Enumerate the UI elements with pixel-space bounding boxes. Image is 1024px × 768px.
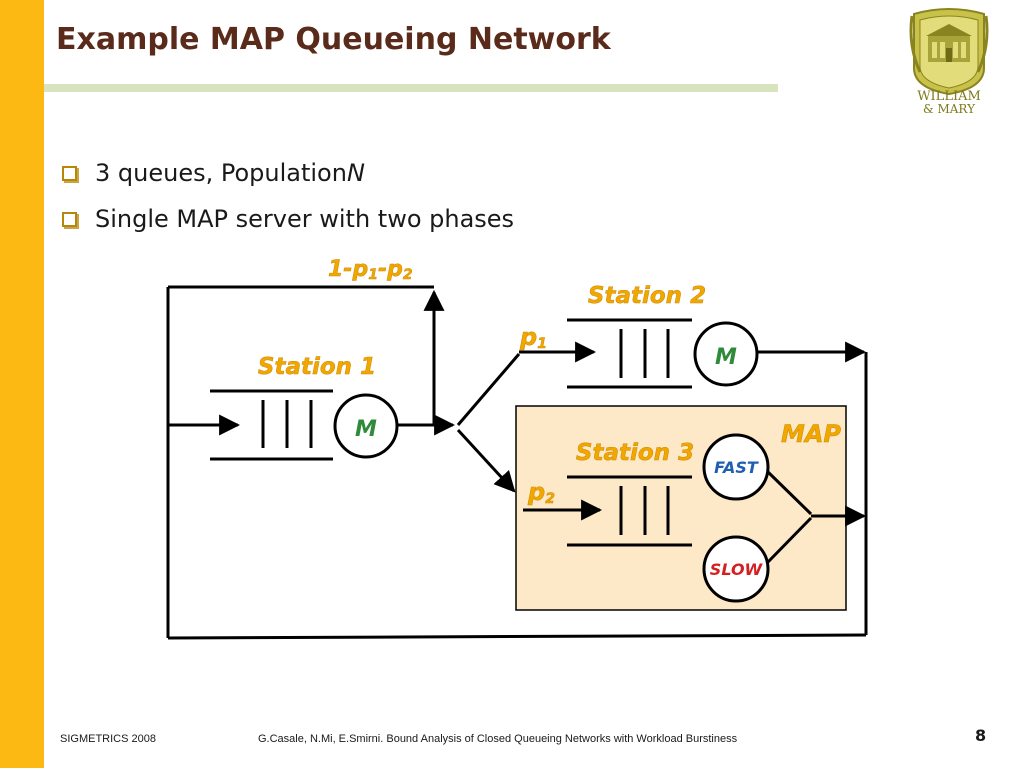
title-underline xyxy=(44,84,778,92)
station1-server-label: M xyxy=(355,417,377,442)
feedback-line-bottom xyxy=(167,633,867,640)
page-number: 8 xyxy=(975,726,987,745)
map-slow-phase xyxy=(702,535,770,603)
p2-probability-label: p2 xyxy=(527,478,555,507)
bullet-text: 3 queues, Population xyxy=(95,159,347,187)
checkbox-bullet-icon xyxy=(62,211,77,227)
fast-phase-label: FAST xyxy=(714,458,759,477)
bullet-text: Single MAP server with two phases xyxy=(95,205,515,233)
map-fast-phase xyxy=(702,433,770,501)
bullet-list: 3 queues, Population N Single MAP server… xyxy=(62,150,514,242)
station3-label: Station 3 xyxy=(576,440,694,466)
p1-probability-label: p1 xyxy=(519,323,547,352)
bullet-item: 3 queues, Population N xyxy=(62,150,514,196)
checkbox-bullet-icon xyxy=(62,165,77,181)
footer-citation: G.Casale, N.Mi, E.Smirni. Bound Analysis… xyxy=(258,733,738,745)
bullet-item: Single MAP server with two phases xyxy=(62,196,514,242)
bullet-variable: N xyxy=(346,159,365,187)
map-region xyxy=(515,405,847,611)
station1-label: Station 1 xyxy=(258,354,376,380)
slow-phase-label: SLOW xyxy=(710,560,764,579)
feedback-probability-label: 1-p1-p2 xyxy=(328,257,413,283)
logo-text-line2: & MARY xyxy=(922,102,976,116)
william-mary-logo-icon xyxy=(909,8,989,96)
station2-label: Station 2 xyxy=(588,283,706,309)
fast-to-merge-line xyxy=(766,470,813,516)
footer-conference: SIGMETRICS 2008 xyxy=(60,733,156,745)
slide-title: Example MAP Queueing Network xyxy=(56,22,611,57)
left-accent-bar xyxy=(0,0,44,768)
split-to-station2 xyxy=(456,353,521,426)
station2-server xyxy=(693,321,759,387)
map-label: MAP xyxy=(781,420,841,448)
split-to-station3 xyxy=(456,428,516,493)
station2-server-label: M xyxy=(715,345,737,370)
logo-text-line1: WILLIAM xyxy=(917,89,981,104)
slow-to-merge-line xyxy=(766,516,813,564)
